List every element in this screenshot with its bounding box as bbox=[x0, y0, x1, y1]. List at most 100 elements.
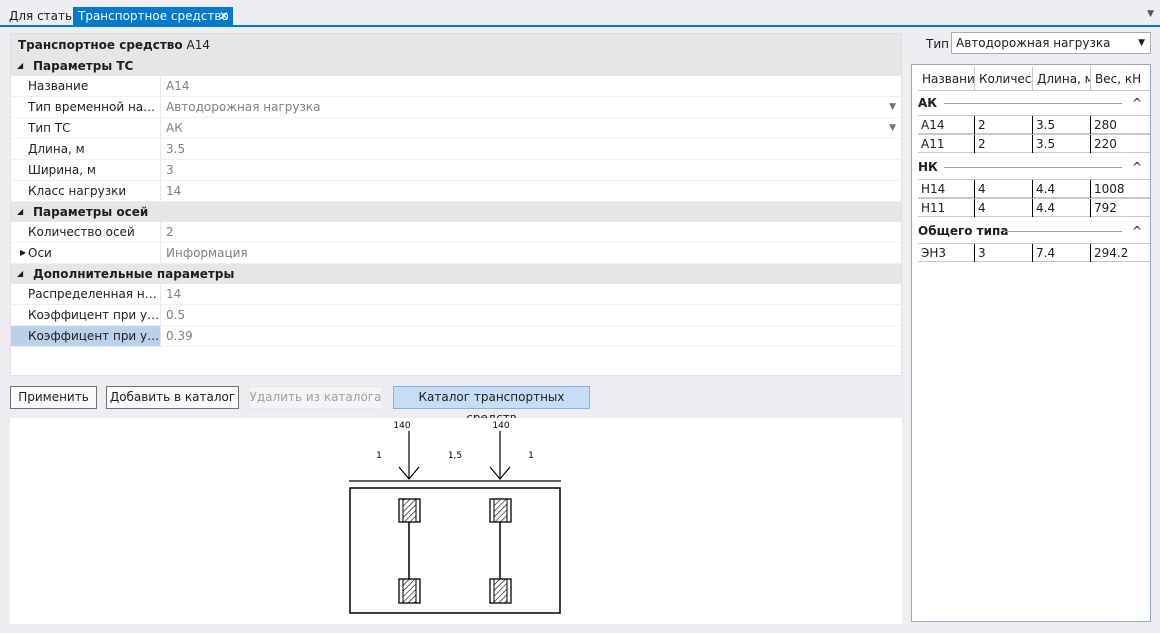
category-axle-params[interactable]: ◢ Параметры осей bbox=[11, 202, 901, 222]
tab-overflow-icon[interactable]: ▼ bbox=[1147, 9, 1154, 19]
property-value-text: АК bbox=[166, 121, 183, 135]
load-label-2: 140 bbox=[492, 421, 509, 431]
property-row-distributed-load[interactable]: Распределенная нагрузка 14 bbox=[11, 284, 901, 305]
table-row[interactable]: А11 2 3.5 220 bbox=[918, 134, 1150, 153]
triangle-collapse-icon[interactable]: ◢ bbox=[17, 207, 24, 216]
cell-count: 4 bbox=[975, 199, 1033, 217]
property-row-axles[interactable]: ▶ Оси Информация bbox=[11, 243, 901, 264]
property-row-length[interactable]: Длина, м 3.5 bbox=[11, 139, 901, 160]
cell-name: ЭН3 bbox=[918, 244, 975, 262]
load-arrow-2 bbox=[489, 431, 511, 480]
document-tab-strip: Для статьи Транспортное средство ✕ ▼ bbox=[0, 0, 1160, 27]
remove-from-catalog-button[interactable]: Удалить из каталога bbox=[248, 386, 383, 409]
vehicle-catalog-button[interactable]: Каталог транспортных средств bbox=[393, 386, 590, 425]
column-header-weight[interactable]: Вес, кН bbox=[1095, 72, 1142, 86]
property-name: Распределенная нагрузка bbox=[11, 284, 161, 304]
close-icon[interactable]: ✕ bbox=[218, 9, 229, 23]
property-value[interactable]: АК ▼ bbox=[162, 118, 901, 138]
category-extra-params[interactable]: ◢ Дополнительные параметры bbox=[11, 264, 901, 284]
property-value-text: Автодорожная нагрузка bbox=[166, 100, 321, 114]
triangle-expand-icon[interactable]: ▶ bbox=[20, 248, 27, 257]
catalog-group-nk[interactable]: НК ^ bbox=[912, 156, 1150, 178]
tab-vehicle-label: Транспортное средство bbox=[78, 9, 229, 23]
cell-count: 2 bbox=[975, 135, 1033, 153]
catalog-group-ak[interactable]: АК ^ bbox=[912, 92, 1150, 114]
column-header-count[interactable]: Количество bbox=[975, 67, 1033, 91]
group-divider bbox=[944, 167, 1122, 168]
property-row-load-class[interactable]: Класс нагрузки 14 bbox=[11, 181, 901, 202]
apply-button[interactable]: Применить bbox=[10, 386, 97, 409]
dimension-label-1: 1 bbox=[376, 451, 382, 461]
chevron-up-icon[interactable]: ^ bbox=[1131, 160, 1142, 174]
dimension-label-2: 1,5 bbox=[448, 451, 462, 461]
property-grid: Транспортное средство А14 ◢ Параметры ТС… bbox=[10, 33, 902, 376]
group-name: НК bbox=[918, 160, 938, 174]
table-row[interactable]: А14 2 3.5 280 bbox=[918, 115, 1150, 134]
property-value[interactable]: Автодорожная нагрузка ▼ bbox=[162, 97, 901, 117]
cell-length: 4.4 bbox=[1033, 199, 1091, 217]
load-arrow-1 bbox=[398, 431, 420, 480]
property-row-coef-1[interactable]: Коэффицент при учете 0.5 bbox=[11, 305, 901, 326]
property-grid-header: Транспортное средство А14 bbox=[11, 34, 901, 56]
property-row-name[interactable]: Название А14 bbox=[11, 76, 901, 97]
cell-weight: 220 bbox=[1094, 137, 1117, 151]
chevron-up-icon[interactable]: ^ bbox=[1131, 224, 1142, 238]
property-name: Класс нагрузки bbox=[11, 181, 161, 201]
property-row-axle-count[interactable]: Количество осей 2 bbox=[11, 222, 901, 243]
catalog-header-row: Название Количество Длина, м Вес, кН bbox=[918, 67, 1150, 91]
load-type-select[interactable]: Автодорожная нагрузка ▼ bbox=[951, 32, 1151, 54]
action-button-bar: Применить Добавить в каталог Удалить из … bbox=[10, 384, 902, 425]
tab-vehicle[interactable]: Транспортное средство ✕ bbox=[73, 7, 233, 27]
property-value[interactable]: А14 bbox=[166, 79, 190, 93]
property-value[interactable]: 3 bbox=[166, 163, 174, 177]
property-row-vehicle-type[interactable]: Тип ТС АК▼ bbox=[11, 118, 901, 139]
triangle-collapse-icon[interactable]: ◢ bbox=[17, 61, 24, 70]
property-value[interactable]: 14 bbox=[166, 287, 182, 301]
property-value[interactable]: 14 bbox=[166, 184, 182, 198]
property-row-load-type[interactable]: Тип временной нагрузки Автодорожная нагр… bbox=[11, 97, 901, 118]
chevron-down-icon[interactable]: ▼ bbox=[1138, 38, 1145, 48]
group-divider bbox=[944, 103, 1122, 104]
table-row[interactable]: Н11 4 4.4 792 bbox=[918, 198, 1150, 217]
property-row-coef-2[interactable]: Коэффицент при учете 0.39 bbox=[11, 326, 901, 347]
cell-weight: 294.2 bbox=[1094, 246, 1129, 260]
tab-article[interactable]: Для статьи bbox=[9, 9, 80, 23]
property-row-width[interactable]: Ширина, м 3 bbox=[11, 160, 901, 181]
chevron-down-icon[interactable]: ▼ bbox=[889, 102, 896, 112]
catalog-group-general[interactable]: Общего типа ^ bbox=[912, 220, 1150, 242]
property-name: Ширина, м bbox=[11, 160, 161, 180]
vehicle-catalog-grid: Название Количество Длина, м Вес, кН АК … bbox=[911, 64, 1151, 622]
cell-length: 4.4 bbox=[1033, 180, 1091, 198]
property-value[interactable]: 0.39 bbox=[166, 329, 193, 343]
category-label: Дополнительные параметры bbox=[33, 267, 235, 281]
chevron-down-icon[interactable]: ▼ bbox=[889, 123, 896, 133]
chevron-up-icon[interactable]: ^ bbox=[1131, 96, 1142, 110]
property-name: Количество осей bbox=[11, 222, 161, 242]
dimension-label-3: 1 bbox=[528, 451, 534, 461]
property-value[interactable]: 3.5 bbox=[166, 142, 186, 156]
vehicle-scheme-drawing: 140 140 1 1,5 1 bbox=[10, 418, 902, 624]
cell-length: 3.5 bbox=[1033, 116, 1091, 134]
property-value[interactable]: 2 bbox=[166, 225, 174, 239]
cell-count: 4 bbox=[975, 180, 1033, 198]
cell-name: А14 bbox=[918, 116, 975, 134]
category-vehicle-params[interactable]: ◢ Параметры ТС bbox=[11, 56, 901, 76]
property-name: Название bbox=[11, 76, 161, 96]
property-grid-title: Транспортное средство bbox=[18, 38, 183, 52]
load-type-value: Автодорожная нагрузка bbox=[956, 36, 1111, 50]
vehicle-scheme-svg: 140 140 1 1,5 1 bbox=[349, 421, 561, 614]
property-value[interactable]: 0.5 bbox=[166, 308, 186, 322]
cell-name: Н11 bbox=[918, 199, 975, 217]
triangle-collapse-icon[interactable]: ◢ bbox=[17, 269, 24, 278]
add-to-catalog-button[interactable]: Добавить в каталог bbox=[106, 386, 239, 409]
cell-length: 7.4 bbox=[1033, 244, 1091, 262]
property-name: Коэффицент при учете bbox=[11, 326, 161, 346]
property-value[interactable]: Информация bbox=[166, 246, 248, 260]
column-header-length[interactable]: Длина, м bbox=[1033, 67, 1091, 91]
column-header-name[interactable]: Название bbox=[918, 67, 975, 91]
cell-weight: 280 bbox=[1094, 118, 1117, 132]
group-divider bbox=[1004, 231, 1122, 232]
table-row[interactable]: Н14 4 4.4 1008 bbox=[918, 179, 1150, 198]
load-label-1: 140 bbox=[393, 421, 410, 431]
table-row[interactable]: ЭН3 3 7.4 294.2 bbox=[918, 243, 1150, 262]
